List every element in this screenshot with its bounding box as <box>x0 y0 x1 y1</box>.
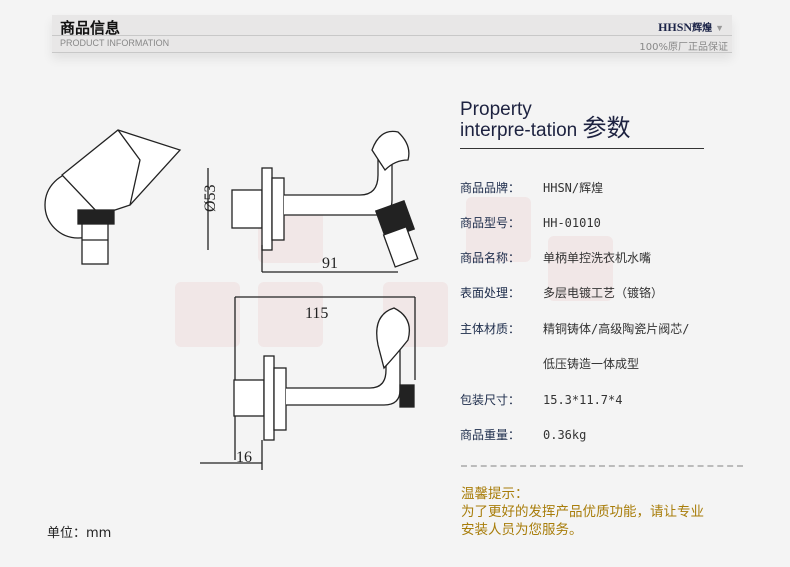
section-subtitle: PRODUCT INFORMATION <box>60 38 170 48</box>
spec-row-package: 包装尺寸：15.3*11.7*4 <box>460 393 623 407</box>
faucet-front-view <box>200 296 416 470</box>
brand-logo: HHSN辉煌▼ <box>658 20 724 34</box>
spec-row-weight: 商品重量：0.36kg <box>460 428 587 442</box>
dim-91-label: 91 <box>322 255 338 272</box>
spec-row-finish: 表面处理：多层电镀工艺（镀铬） <box>460 286 664 300</box>
unit-label: 单位：mm <box>47 526 112 541</box>
spec-row-model: 商品型号：HH-01010 <box>460 216 601 230</box>
dropdown-arrow-icon: ▼ <box>715 23 724 33</box>
guarantee-text: 100%原厂正品保证 <box>639 42 728 53</box>
section-title: 商品信息 <box>60 19 121 37</box>
title-divider <box>460 148 704 149</box>
spec-row-material: 主体材质：精铜铸体/高级陶瓷片阀芯/ <box>460 322 690 336</box>
tips-line-1: 为了更好的发挥产品优质功能，请让专业 <box>461 504 704 520</box>
dashed-divider <box>461 465 743 467</box>
spec-row-material-cont: 低压铸造一体成型 <box>543 357 640 371</box>
faucet-side-view <box>44 129 182 265</box>
spec-row-brand: 商品品牌：HHSN/辉煌 <box>460 181 604 195</box>
faucet-top-view <box>207 130 419 273</box>
dim-16-label: 16 <box>236 449 252 466</box>
dim-diameter-label: Ø53 <box>202 184 219 212</box>
faucet-technical-drawing: Ø53 91 115 16 <box>44 129 419 470</box>
tips-title: 温馨提示： <box>461 486 529 502</box>
section-header: 商品信息 PRODUCT INFORMATION HHSN辉煌▼ 100%原厂正… <box>52 15 732 53</box>
property-title: Property interpre-tation 参数 <box>460 99 631 142</box>
spec-row-name: 商品名称：单柄单控洗衣机水嘴 <box>460 251 652 265</box>
dim-115-label: 115 <box>305 305 328 322</box>
tips-line-2: 安装人员为您服务。 <box>461 522 583 538</box>
